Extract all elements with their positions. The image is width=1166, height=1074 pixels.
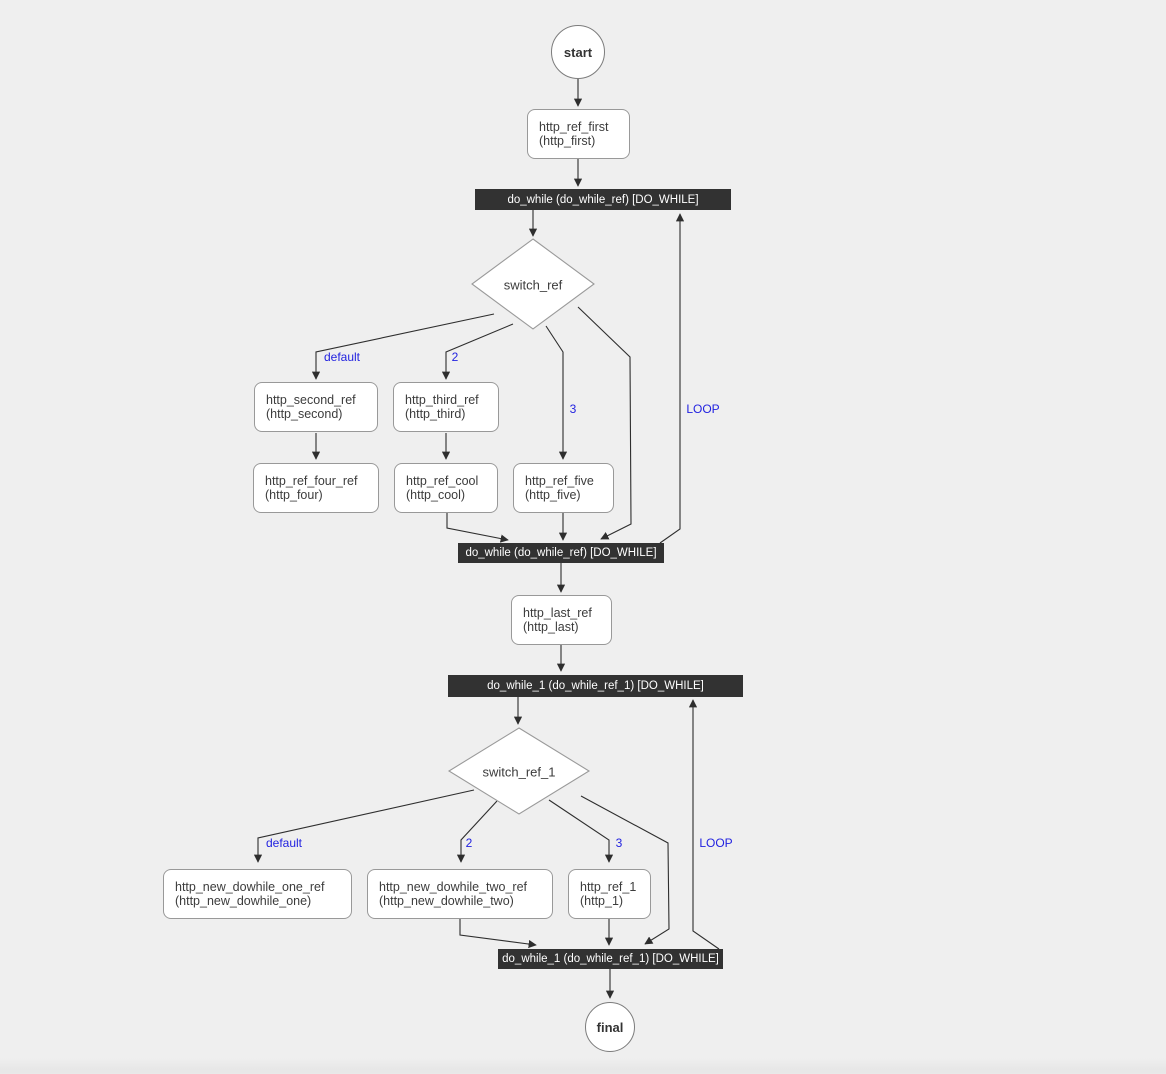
task-http-third-ref[interactable]: http_third_ref (http_third)	[393, 382, 499, 432]
task-name: http_ref_cool	[406, 473, 479, 488]
task-ref: (http_cool)	[406, 488, 466, 502]
task-ref: (http_five)	[525, 488, 581, 502]
switch-ref-diamond[interactable]	[471, 238, 595, 330]
task-ref: (http_first)	[539, 134, 596, 148]
switch-ref-label[interactable]: switch_ref	[503, 277, 563, 293]
bar-label: do_while_1 (do_while_ref_1) [DO_WHILE]	[502, 953, 719, 965]
bottom-scroll-area	[0, 1058, 1166, 1074]
edge-cool-endbar	[446, 513, 509, 543]
task-ref: (http_last)	[523, 620, 579, 634]
switch-ref-1-label[interactable]: switch_ref_1	[482, 764, 556, 780]
task-name: http_last_ref	[523, 605, 592, 620]
bar-label: do_while (do_while_ref) [DO_WHILE]	[465, 547, 657, 559]
task-name: http_ref_1	[580, 879, 637, 894]
edge-loop2	[688, 699, 720, 950]
task-http-last-ref[interactable]: http_last_ref (http_last)	[511, 595, 612, 645]
edge-loop1	[659, 213, 685, 544]
edge-label-case2-2: 2	[465, 836, 473, 850]
bar-do-while-end[interactable]: do_while (do_while_ref) [DO_WHILE]	[458, 543, 664, 563]
task-ref: (http_1)	[580, 894, 624, 908]
task-ref: (http_four)	[265, 488, 323, 502]
task-ref: (http_new_dowhile_one)	[175, 894, 312, 908]
task-http-new-dowhile-one-ref[interactable]: http_new_dowhile_one_ref (http_new_dowhi…	[163, 869, 352, 919]
edge-switch-default	[311, 313, 495, 380]
bar-label: do_while (do_while_ref) [DO_WHILE]	[507, 193, 699, 206]
task-name: http_third_ref	[405, 392, 479, 407]
task-name: http_ref_first	[539, 119, 609, 134]
start-node: start	[551, 25, 605, 79]
edge-label-default-1: default	[323, 350, 361, 364]
edge-label-case3-1: 3	[569, 402, 577, 416]
bar-do-while-1-end[interactable]: do_while_1 (do_while_ref_1) [DO_WHILE]	[498, 949, 723, 969]
final-node: final	[585, 1002, 635, 1052]
task-ref: (http_new_dowhile_two)	[379, 894, 514, 908]
edge-switch-case2	[441, 323, 514, 380]
bar-label: do_while_1 (do_while_ref_1) [DO_WHILE]	[487, 680, 704, 692]
task-name: http_new_dowhile_two_ref	[379, 879, 528, 894]
edge-label-case3-2: 3	[615, 836, 623, 850]
task-http-new-dowhile-two-ref[interactable]: http_new_dowhile_two_ref (http_new_dowhi…	[367, 869, 553, 919]
edge-label-case2-1: 2	[451, 350, 459, 364]
edge-switch-endbar	[577, 306, 632, 540]
edge-switch1-case2	[456, 800, 498, 863]
edge-switch1-case3	[548, 799, 614, 863]
edge-label-loop-2: LOOP	[699, 836, 733, 850]
task-http-ref-first[interactable]: http_ref_first (http_first)	[527, 109, 630, 159]
edge-switch1-default	[253, 789, 475, 863]
bar-do-while-top[interactable]: do_while (do_while_ref) [DO_WHILE]	[475, 189, 731, 210]
start-label: start	[563, 44, 593, 60]
edge-newtwo-endbar	[459, 918, 537, 949]
edge-label-default-2: default	[265, 836, 303, 850]
switch-ref-1-diamond[interactable]	[447, 727, 591, 815]
task-http-ref-cool[interactable]: http_ref_cool (http_cool)	[394, 463, 498, 513]
task-name: http_ref_five	[525, 473, 594, 488]
task-name: http_new_dowhile_one_ref	[175, 879, 325, 894]
task-http-ref-1[interactable]: http_ref_1 (http_1)	[568, 869, 651, 919]
task-ref: (http_third)	[405, 407, 466, 421]
edge-switch1-endbar	[580, 795, 670, 945]
task-name: http_second_ref	[266, 392, 356, 407]
final-label: final	[596, 1019, 624, 1035]
edge-switch-case3	[545, 325, 568, 460]
task-ref: (http_second)	[266, 407, 343, 421]
task-name: http_ref_four_ref	[265, 473, 358, 488]
task-http-second-ref[interactable]: http_second_ref (http_second)	[254, 382, 378, 432]
task-http-ref-four-ref[interactable]: http_ref_four_ref (http_four)	[253, 463, 379, 513]
edge-label-loop-1: LOOP	[686, 402, 720, 416]
task-http-ref-five[interactable]: http_ref_five (http_five)	[513, 463, 614, 513]
bar-do-while-1-top[interactable]: do_while_1 (do_while_ref_1) [DO_WHILE]	[448, 675, 743, 697]
